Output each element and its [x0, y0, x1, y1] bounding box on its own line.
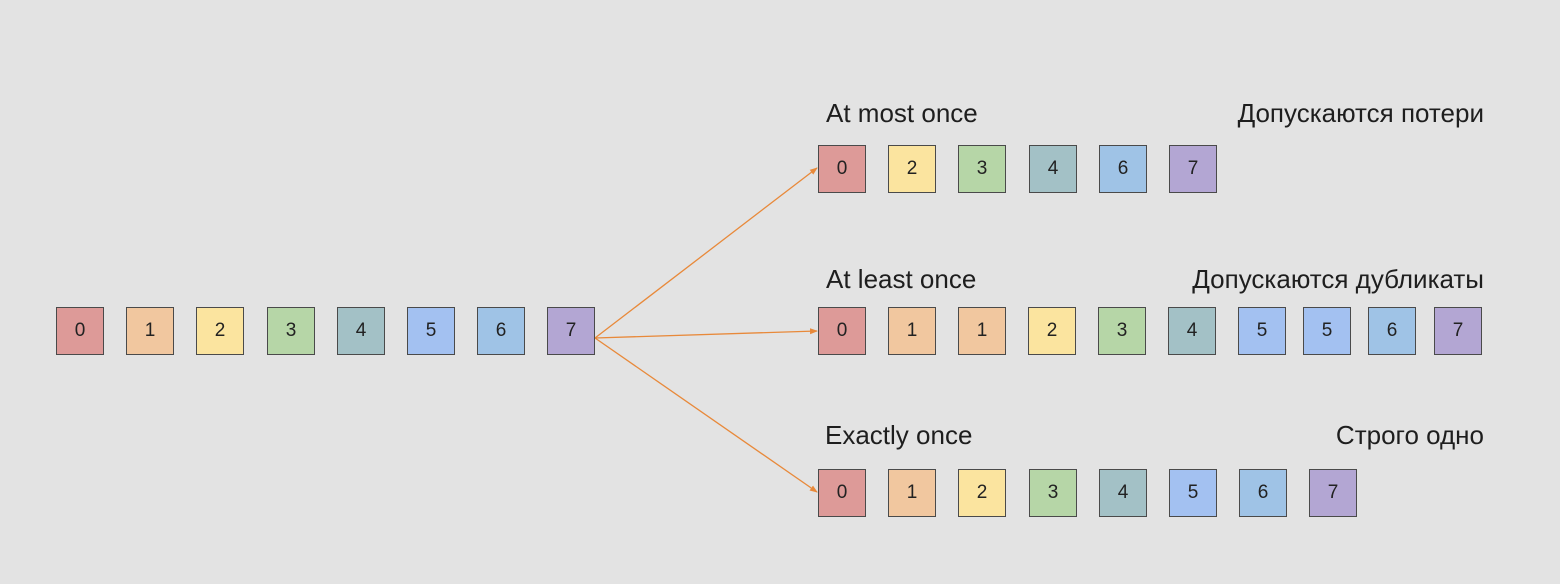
message-box-1: 1 [958, 307, 1006, 355]
message-box-7: 7 [547, 307, 595, 355]
message-box-1: 1 [888, 307, 936, 355]
message-box-3: 3 [1029, 469, 1077, 517]
message-box-2: 2 [1028, 307, 1076, 355]
message-box-3: 3 [958, 145, 1006, 193]
message-box-3: 3 [267, 307, 315, 355]
message-box-7: 7 [1169, 145, 1217, 193]
arrow-to-exactly-once [594, 337, 818, 493]
branch-subtitle: Допускаются потери [1237, 98, 1484, 128]
message-box-5: 5 [407, 307, 455, 355]
arrow-to-at-most-once [594, 167, 818, 339]
message-box-4: 4 [1168, 307, 1216, 355]
arrow-to-at-least-once [594, 328, 818, 339]
message-box-0: 0 [56, 307, 104, 355]
message-box-6: 6 [1099, 145, 1147, 193]
message-box-6: 6 [1368, 307, 1416, 355]
message-box-6: 6 [477, 307, 525, 355]
branch-title: At least once [826, 264, 977, 294]
branch-subtitle: Допускаются дубликаты [1192, 264, 1484, 294]
branch-subtitle: Строго одно [1335, 420, 1484, 450]
message-box-5: 5 [1238, 307, 1286, 355]
branch-title: At most once [826, 98, 978, 128]
message-box-3: 3 [1098, 307, 1146, 355]
message-box-7: 7 [1434, 307, 1482, 355]
message-box-4: 4 [1029, 145, 1077, 193]
message-box-1: 1 [126, 307, 174, 355]
message-box-5: 5 [1303, 307, 1351, 355]
message-box-2: 2 [888, 145, 936, 193]
message-box-6: 6 [1239, 469, 1287, 517]
message-box-0: 0 [818, 307, 866, 355]
message-box-4: 4 [337, 307, 385, 355]
branch-title: Exactly once [825, 420, 973, 450]
message-box-0: 0 [818, 145, 866, 193]
message-box-2: 2 [958, 469, 1006, 517]
message-box-5: 5 [1169, 469, 1217, 517]
message-box-4: 4 [1099, 469, 1147, 517]
message-box-7: 7 [1309, 469, 1357, 517]
message-box-1: 1 [888, 469, 936, 517]
message-box-0: 0 [818, 469, 866, 517]
message-box-2: 2 [196, 307, 244, 355]
